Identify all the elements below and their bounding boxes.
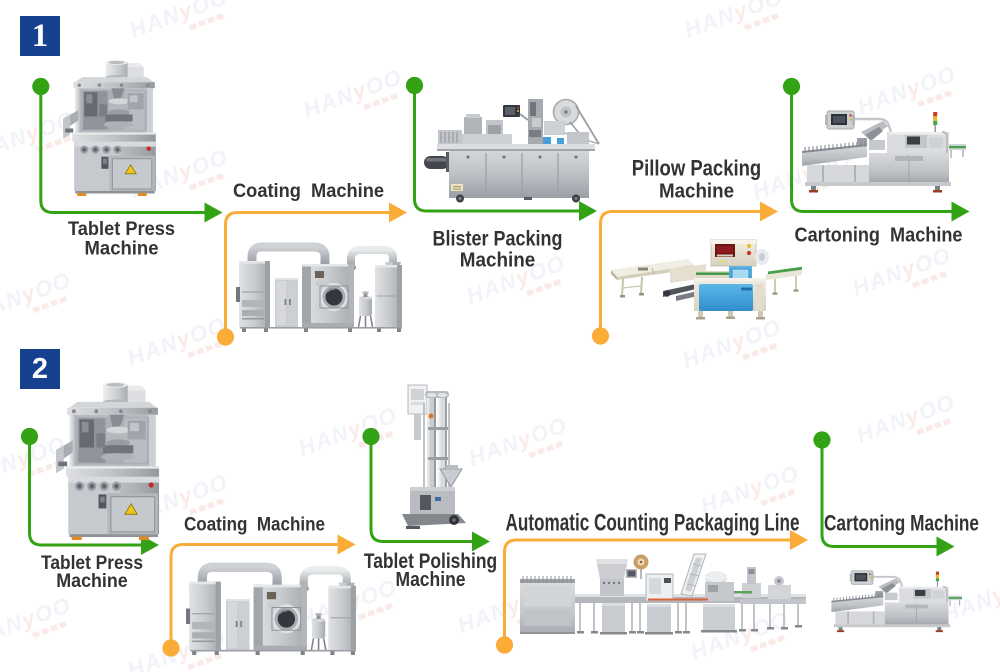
- svg-text:Cartoning Machine: Cartoning Machine: [824, 511, 979, 536]
- svg-text:Machine: Machine: [659, 181, 734, 203]
- svg-text:Coating Machine: Coating Machine: [184, 515, 325, 536]
- svg-text:Coating Machine: Coating Machine: [233, 181, 384, 202]
- svg-text:Tablet Polishing: Tablet Polishing: [364, 550, 497, 573]
- svg-text:Machine: Machine: [56, 571, 128, 592]
- svg-text:Automatic Counting Packaging L: Automatic Counting Packaging Line: [506, 509, 800, 536]
- svg-text:Machine: Machine: [85, 238, 159, 259]
- svg-text:Cartoning Machine: Cartoning Machine: [795, 224, 963, 247]
- svg-text:Tablet Press: Tablet Press: [68, 219, 175, 240]
- svg-text:Blister Packing: Blister Packing: [433, 228, 563, 251]
- svg-text:Tablet Press: Tablet Press: [41, 553, 143, 574]
- svg-text:Machine: Machine: [460, 250, 536, 272]
- svg-text:Pillow Packing: Pillow Packing: [632, 156, 761, 181]
- svg-text:Machine: Machine: [396, 569, 466, 591]
